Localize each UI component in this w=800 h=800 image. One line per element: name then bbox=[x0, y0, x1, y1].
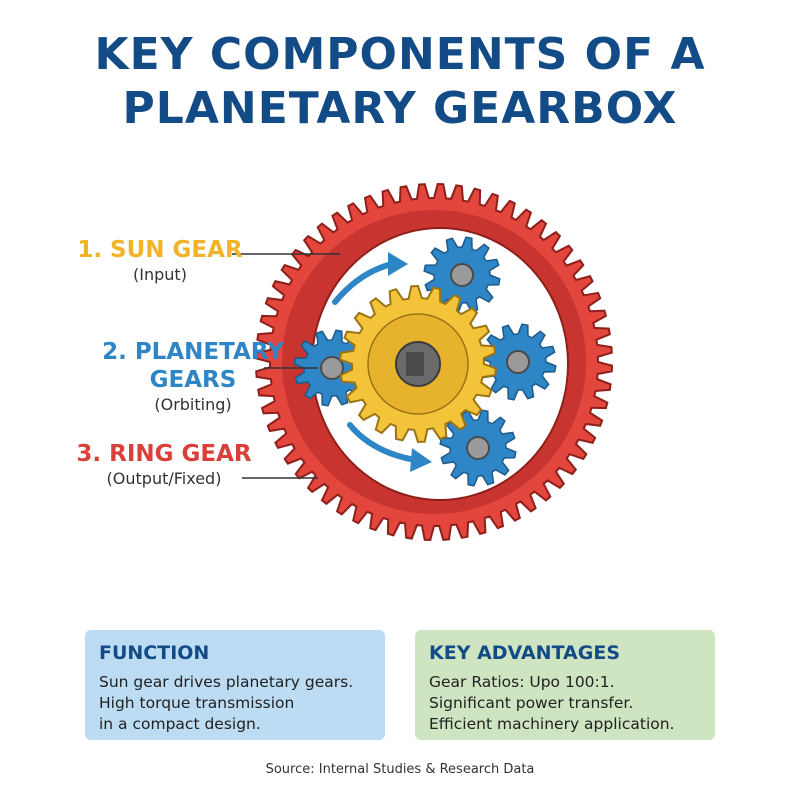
planet-gear-axle bbox=[320, 356, 344, 380]
rotation-arrows bbox=[332, 252, 432, 472]
label-planetary-gears-title: 2. PLANETARY GEARS bbox=[102, 339, 284, 393]
sun-gear bbox=[339, 284, 497, 444]
arrow-top bbox=[332, 261, 395, 305]
label-sun-gear: 1. SUN GEAR (Input) bbox=[60, 236, 260, 286]
arrow-bottom-head bbox=[410, 448, 432, 472]
label-ring-gear-sub: (Output/Fixed) bbox=[106, 469, 222, 488]
label-sun-gear-title: 1. SUN GEAR bbox=[77, 237, 243, 263]
function-box-line: in a compact design. bbox=[99, 715, 261, 733]
planet-gear-axle bbox=[450, 263, 474, 287]
advantages-box-line: Significant power transfer. bbox=[429, 694, 634, 712]
planetary-gears bbox=[293, 236, 557, 487]
title-line-2: PLANETARY GEARBOX bbox=[122, 83, 678, 134]
arrow-bottom bbox=[347, 422, 418, 463]
advantages-box-title: KEY ADVANTAGES bbox=[429, 642, 621, 664]
label-planetary-gears: 2. PLANETARY GEARS (Orbiting) bbox=[62, 338, 324, 416]
function-box-line: High torque transmission bbox=[99, 694, 295, 712]
planet-gear-top bbox=[423, 236, 501, 314]
function-box-title: FUNCTION bbox=[99, 642, 210, 664]
source-note: Source: Internal Studies & Research Data bbox=[265, 762, 535, 777]
label-ring-gear-title: 3. RING GEAR bbox=[76, 441, 252, 467]
page-title: KEY COMPONENTS OF A PLANETARY GEARBOX bbox=[0, 28, 800, 136]
function-box-line: Sun gear drives planetary gears. bbox=[99, 673, 354, 691]
arrow-top-head bbox=[388, 252, 408, 276]
function-box: FUNCTION Sun gear drives planetary gears… bbox=[85, 630, 385, 740]
advantages-box-line: Gear Ratios: Upo 100:1. bbox=[429, 673, 615, 691]
sun-gear-shaft bbox=[406, 352, 424, 376]
advantages-box: KEY ADVANTAGES Gear Ratios: Upo 100:1. S… bbox=[415, 630, 715, 740]
label-sun-gear-sub: (Input) bbox=[133, 265, 187, 284]
planet-gear-right bbox=[479, 323, 557, 401]
planet-gear-left bbox=[293, 329, 371, 407]
label-ring-gear: 3. RING GEAR (Output/Fixed) bbox=[58, 440, 270, 490]
advantages-box-line: Efficient machinery application. bbox=[429, 715, 675, 733]
title-line-1: KEY COMPONENTS OF A bbox=[94, 29, 706, 80]
label-planetary-gears-sub: (Orbiting) bbox=[154, 395, 232, 414]
planet-gear-axle bbox=[506, 350, 530, 374]
planet-gear-axle bbox=[466, 436, 490, 460]
